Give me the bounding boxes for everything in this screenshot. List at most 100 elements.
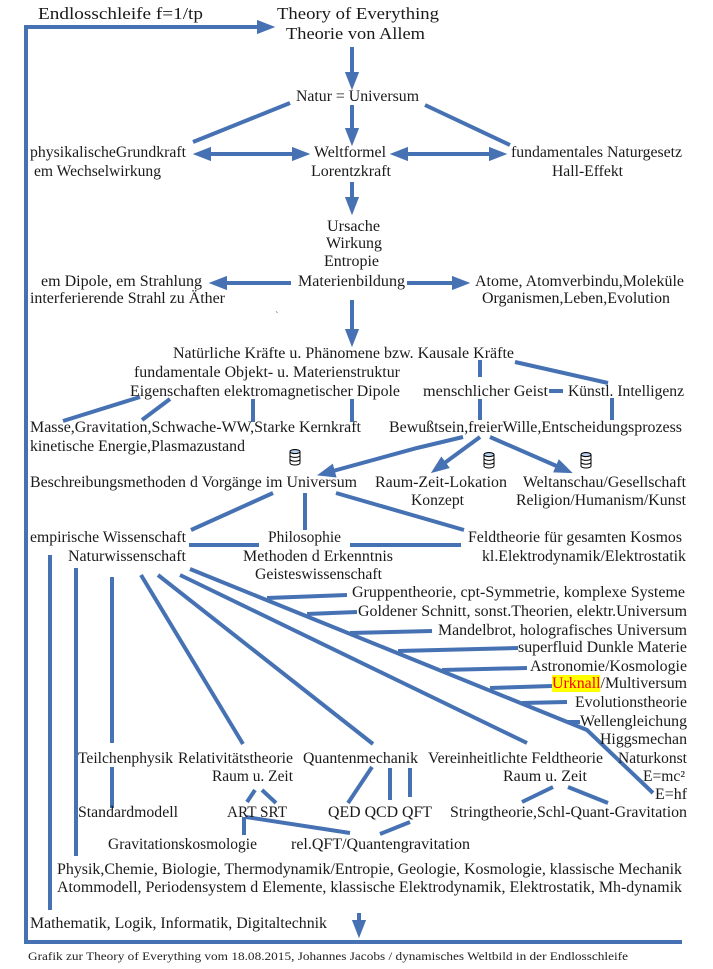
- branch-item: Astronomie/Kosmologie: [530, 658, 687, 675]
- node-ursache: Ursache: [327, 218, 380, 235]
- node-disciplines: Physik,Chemie, Biologie, Thermodynamik/E…: [57, 861, 682, 878]
- branch-item-rest: /Multiversum: [600, 675, 687, 692]
- node-empirisch: empirische Wissenschaft: [30, 529, 187, 546]
- node-atome-sub: Organismen,Leben,Evolution: [482, 290, 670, 307]
- line-beschreibung-to-feldtheorie: [335, 491, 465, 532]
- node-atome: Atome, Atomverbindu,Moleküle: [475, 273, 684, 290]
- branch-line: [441, 666, 528, 672]
- node-grundkraft-sub: em Wechselwirkung: [34, 163, 161, 180]
- branch-item: Gruppentheorie, cpt-Symmetrie, komplexe …: [352, 584, 685, 601]
- line-raumzeit-to-string-right: [567, 785, 609, 805]
- branch-item: Wellengleichung: [580, 713, 687, 730]
- node-gravkosmologie: Gravitationskosmologie: [108, 836, 257, 853]
- line-raumzeit-to-string-left: [521, 785, 554, 804]
- node-qed-qcd-qft: QED QCD QFT: [328, 804, 432, 821]
- branch-item: Naturkonst: [618, 750, 687, 767]
- line-naturwiss-trunk-to-ehf: [189, 567, 655, 795]
- node-naturgesetz-sub: Hall-Effekt: [552, 163, 623, 180]
- line-naturwiss-to-vereinheitlicht: [179, 573, 528, 745]
- node-philosophie-sub2: Geisteswissenschaft: [255, 566, 382, 583]
- line-natur-to-grundkraft: [192, 101, 291, 144]
- line-natur-to-naturgesetz: [424, 103, 511, 147]
- line-dipole-to-masse: [62, 395, 141, 423]
- branch-item: Higgsmechan: [600, 731, 687, 748]
- node-philosophie: Philosophie: [268, 529, 341, 546]
- node-vereinheitlicht: Vereinheitlichte Feldtheorie: [428, 750, 603, 767]
- branch-line: [306, 610, 358, 616]
- database-icon: [580, 452, 592, 469]
- node-raumzeit-sub: Konzept: [411, 492, 464, 509]
- node-teilchenphysik: Teilchenphysik: [78, 750, 173, 767]
- line-naturwiss-to-quantenmechanik: [156, 573, 375, 746]
- node-philosophie-sub1: Methoden d Erkenntnis: [243, 548, 393, 565]
- line-kraefte-to-ki: [514, 360, 609, 385]
- branch-item: Goldener Schnitt, sonst.Theorien, elektr…: [358, 603, 687, 620]
- highlighted-term: Urknall: [552, 675, 601, 692]
- node-entropie: Entropie: [324, 253, 379, 270]
- node-grundkraft: physikalischeGrundkraft: [30, 144, 186, 161]
- node-quantenmechanik: Quantenmechanik: [303, 750, 418, 767]
- database-icon: [289, 449, 301, 466]
- node-masse-sub: kinetische Energie,Plasmazustand: [30, 438, 245, 455]
- node-natur: Natur = Universum: [296, 88, 419, 105]
- node-beschreibung: Beschreibungsmethoden d Vorgänge im Univ…: [30, 474, 357, 491]
- node-vereinheitlicht-sub: Raum u. Zeit: [503, 768, 587, 785]
- node-weltformel-sub: Lorentzkraft: [311, 163, 391, 180]
- node-kraefte-sub2: Eigenschaften elektromagnetischer Dipole: [130, 383, 400, 400]
- branch-item-urknall: Urknall/Multiversum: [552, 675, 687, 693]
- branch-item: Evolutionstheorie: [575, 694, 687, 711]
- figure-caption: Grafik zur Theory of Everything vom 18.0…: [28, 951, 628, 963]
- line-naturwiss-to-relativitaet: [139, 573, 245, 746]
- node-feldtheorie: Feldtheorie für gesamten Kosmos: [468, 529, 682, 546]
- line-qm-to-qed: [346, 765, 374, 805]
- branch-item: E=mc²: [643, 768, 685, 785]
- line-art-to-relqft: [245, 815, 351, 835]
- loop-label: Endlosschleife f=1/tp: [38, 4, 203, 23]
- node-naturwissenschaft: Naturwissenschaft: [68, 548, 186, 565]
- node-stringtheorie: Stringtheorie,Schl-Quant-Gravitation: [450, 804, 687, 821]
- line-beschreibung-to-empirisch: [190, 491, 274, 532]
- node-kraefte-sub1: fundamentale Objekt- u. Materienstruktur: [134, 364, 400, 381]
- node-wirkung: Wirkung: [326, 235, 382, 252]
- node-mathematik: Mathematik, Logik, Informatik, Digitalte…: [30, 915, 327, 932]
- node-standardmodell: Standardmodell: [78, 804, 178, 821]
- node-dipole-sub: interferierende Strahl zu Äther: [30, 290, 225, 307]
- node-ki: Künstl. Intelligenz: [568, 383, 684, 400]
- node-weltanschauung: Weltanschau/Gesellschaft: [523, 474, 686, 491]
- node-bewusstsein: Bewußtsein,freierWille,Entscheidungsproz…: [389, 419, 682, 436]
- node-naturgesetz: fundamentales Naturgesetz: [511, 144, 682, 161]
- title-english: Theory of Everything: [277, 4, 439, 23]
- line-dipole-to-gravitation: [140, 397, 172, 422]
- node-raumzeit: Raum-Zeit-Lokation: [375, 474, 507, 491]
- node-kraefte: Natürliche Kräfte u. Phänomene bzw. Kaus…: [173, 345, 514, 362]
- node-relqft: rel.QFT/Quantengravitation: [291, 836, 470, 853]
- branch-line: [397, 646, 519, 653]
- node-relativitaet: Relativitätstheorie: [178, 750, 293, 767]
- title-german: Theorie von Allem: [286, 24, 425, 43]
- arrow-bewusstsein-to-weltanschauung: [489, 435, 573, 474]
- loop-arrow: [24, 19, 276, 942]
- arrow-bewusstsein-to-beschreibung: [316, 435, 464, 478]
- node-dipole: em Dipole, em Strahlung: [41, 273, 202, 290]
- branch-line: [489, 684, 553, 690]
- branch-line: [521, 700, 568, 705]
- database-icon: [483, 452, 495, 469]
- stray-mark: `: [275, 310, 279, 322]
- node-weltformel: Weltformel: [314, 144, 386, 161]
- node-geist: menschlicher Geist: [423, 383, 548, 400]
- branch-line: [266, 593, 348, 600]
- branch-item: superfluid Dunkle Materie: [518, 639, 687, 656]
- branch-item: Mandelbrot, holografisches Universum: [438, 622, 687, 639]
- node-disciplines-sub: Atommodell, Periodensystem d Elemente, k…: [57, 879, 682, 896]
- line-raumzeit-to-art: [245, 788, 257, 804]
- node-materienbildung: Materienbildung: [298, 273, 405, 290]
- node-masse: Masse,Gravitation,Schwache-WW,Starke Ker…: [30, 419, 361, 436]
- node-art-srt: ART SRT: [227, 804, 287, 821]
- line-qft-to-relqft: [379, 820, 411, 836]
- node-relativitaet-sub: Raum u. Zeit: [212, 768, 293, 785]
- line-raumzeit-to-srt: [260, 788, 278, 805]
- node-feldtheorie-sub: kl.Elektrodynamik/Elektrostatik: [482, 548, 686, 565]
- node-weltanschauung-sub: Religion/Humanism/Kunst: [516, 492, 686, 509]
